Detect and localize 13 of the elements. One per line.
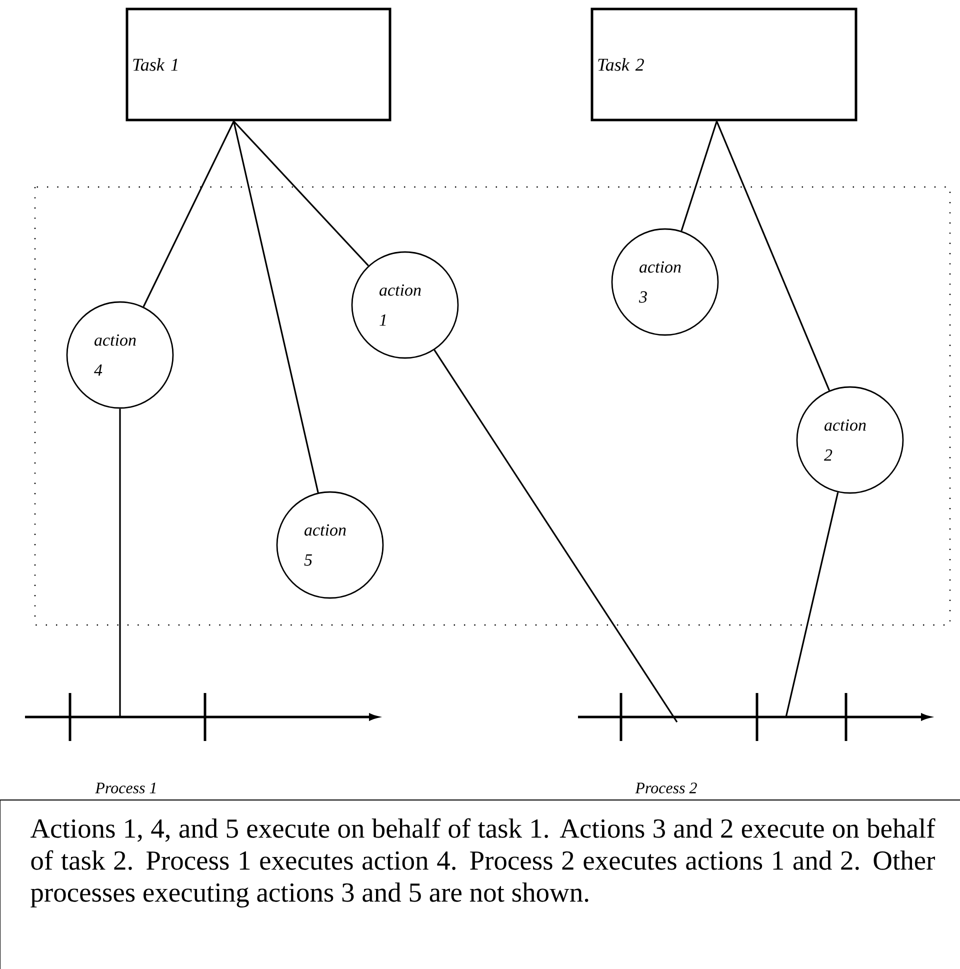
connector-line <box>142 120 234 308</box>
connector-line <box>119 408 121 717</box>
connector-line <box>716 120 830 391</box>
connector-line <box>233 120 369 266</box>
connector-line <box>434 350 678 722</box>
task-box: Task 2 <box>590 8 858 122</box>
task-box: Task 1 <box>126 8 392 122</box>
connector-line <box>680 121 718 232</box>
caption-text: Actions 1, 4, and 5 execute on behalf of task 1. Actions 3 and 2 execute on behalf of task 2. Process 1 executes action 4. Process 2 executes actions 1 and 2. Other processes executing actions 3 and 5 are not shown. <box>30 818 936 908</box>
connector-line <box>785 492 839 718</box>
process-label: Process 1 <box>95 782 156 794</box>
connector-line <box>232 121 319 493</box>
process-label: Process 2 <box>635 782 697 794</box>
